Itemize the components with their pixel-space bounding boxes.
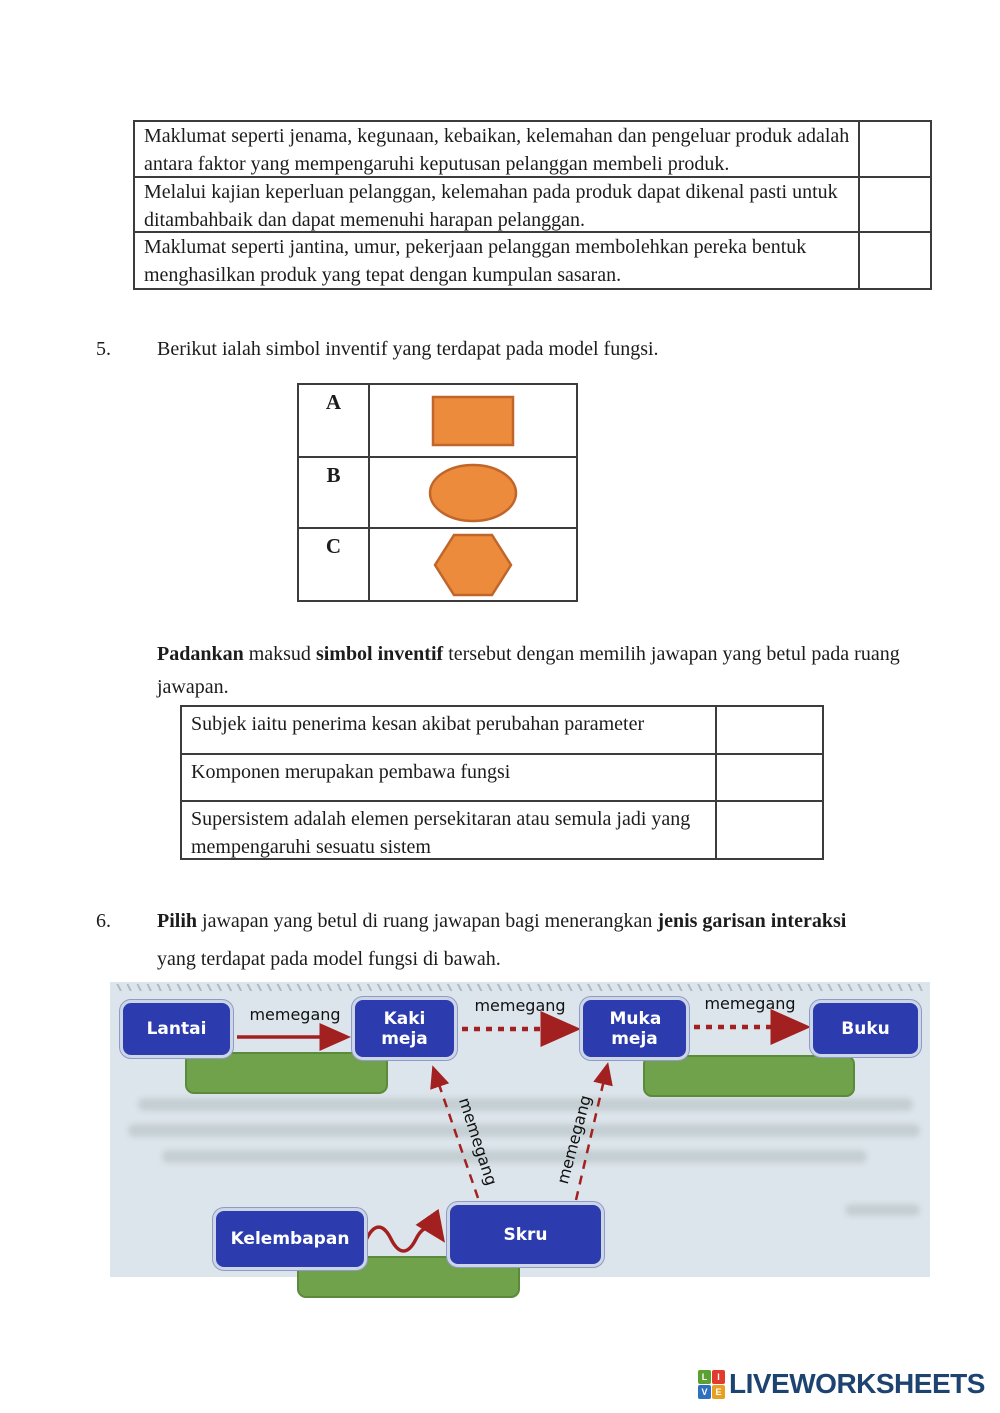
- node-label: Kelembapan: [230, 1229, 350, 1249]
- symbol-shape-cell: [370, 529, 576, 600]
- question6-text-line2: yang terdapat pada model fungsi di bawah…: [157, 948, 501, 970]
- node-label: Kaki meja: [381, 1008, 428, 1049]
- answer-box[interactable]: [643, 1055, 855, 1097]
- bleed-through-text: [138, 1098, 913, 1111]
- node-skru: Skru: [447, 1202, 604, 1267]
- edge-label-memegang: memegang: [249, 1005, 341, 1024]
- question6-number: 6.: [96, 910, 111, 932]
- table-row: Komponen merupakan pembawa fungsi: [182, 755, 822, 802]
- match-instruction-bold: simbol inventif: [315, 643, 444, 665]
- liveworksheets-logo-text: LIVEWORKSHEETS: [729, 1368, 985, 1399]
- symbol-letter: A: [299, 385, 370, 456]
- statement-text: Maklumat seperti jenama, kegunaan, kebai…: [144, 125, 850, 175]
- bleed-through-text: [162, 1150, 867, 1163]
- symbol-shape-cell: [370, 458, 576, 527]
- answer-cell[interactable]: [715, 802, 822, 858]
- statements-table: Maklumat seperti jenama, kegunaan, kebai…: [133, 120, 932, 290]
- symbol-row: B: [299, 458, 576, 529]
- answer-cell[interactable]: [858, 233, 929, 288]
- edge-label-memegang: memegang: [474, 996, 566, 1015]
- torn-paper-edge: [112, 984, 928, 991]
- answer-box[interactable]: [185, 1052, 388, 1094]
- table-row: Maklumat seperti jantina, umur, pekerjaa…: [135, 233, 930, 288]
- answer-cell[interactable]: [715, 755, 822, 800]
- table-row: Melalui kajian keperluan pelanggan, kele…: [135, 178, 930, 233]
- node-label: Buku: [841, 1018, 890, 1039]
- edge-label-memegang: memegang: [704, 994, 796, 1013]
- match-text: Subjek iaitu penerima kesan akibat perub…: [191, 713, 645, 735]
- match-table: Subjek iaitu penerima kesan akibat perub…: [180, 705, 824, 860]
- match-instruction-text: tersebut dengan memilih jawapan yang bet…: [157, 643, 900, 698]
- logo-tile-l: L: [698, 1369, 711, 1384]
- logo-tile-e: E: [712, 1384, 725, 1399]
- node-label: Lantai: [146, 1019, 207, 1039]
- function-model-diagram: Lantai Kaki meja Muka meja Buku Kelembap…: [110, 982, 930, 1298]
- node-kaki-meja: Kaki meja: [352, 997, 457, 1060]
- answer-cell[interactable]: [858, 178, 929, 231]
- hexagon-symbol-icon: [433, 533, 513, 596]
- dashed-interaction-line: [574, 1062, 613, 1201]
- interaction-arrows: [237, 1009, 811, 1253]
- table-row: Maklumat seperti jenama, kegunaan, kebai…: [135, 122, 930, 178]
- bleed-through-text: [845, 1204, 920, 1216]
- table-row: Supersistem adalah elemen persekitaran a…: [182, 802, 822, 858]
- liveworksheets-logo-icon: L I V E: [698, 1369, 725, 1399]
- answer-cell[interactable]: [858, 122, 929, 176]
- logo-tile-i: I: [712, 1369, 725, 1384]
- question6-text-line1: Pilih jawapan yang betul di ruang jawapa…: [157, 910, 846, 933]
- match-instruction: Padankan maksud simbol inventif tersebut…: [157, 638, 905, 704]
- statement-text: Melalui kajian keperluan pelanggan, kele…: [144, 181, 838, 231]
- wavy-interaction-line: [364, 1208, 445, 1253]
- symbol-shape-cell: [370, 385, 576, 456]
- node-buku: Buku: [810, 1000, 921, 1057]
- node-label: Muka meja: [609, 1008, 662, 1049]
- node-label: Skru: [503, 1224, 548, 1245]
- dashed-interaction-line: [430, 1065, 480, 1199]
- match-instruction-bold: Padankan: [157, 643, 244, 665]
- question6-bold: jenis garisan interaksi: [657, 910, 847, 932]
- symbol-table: A B C: [297, 383, 578, 602]
- node-muka-meja: Muka meja: [580, 997, 689, 1060]
- logo-tile-v: V: [698, 1384, 711, 1399]
- symbol-letter: B: [299, 458, 370, 527]
- bleed-through-text: [128, 1124, 920, 1137]
- symbol-row: C: [299, 529, 576, 600]
- liveworksheets-logo[interactable]: L I V E LIVEWORKSHEETS: [698, 1368, 985, 1400]
- question5-number: 5.: [96, 338, 111, 360]
- symbol-row: A: [299, 385, 576, 458]
- question6-text: jawapan yang betul di ruang jawapan bagi…: [197, 910, 658, 932]
- statement-text: Maklumat seperti jantina, umur, pekerjaa…: [144, 236, 807, 286]
- match-text: Komponen merupakan pembawa fungsi: [191, 761, 511, 783]
- node-kelembapan: Kelembapan: [213, 1208, 367, 1270]
- match-instruction-text: maksud: [243, 643, 316, 665]
- table-row: Subjek iaitu penerima kesan akibat perub…: [182, 707, 822, 755]
- question5-text: Berikut ialah simbol inventif yang terda…: [157, 338, 659, 360]
- question6-bold: Pilih: [157, 910, 198, 932]
- symbol-letter: C: [299, 529, 370, 600]
- answer-cell[interactable]: [715, 707, 822, 753]
- ellipse-symbol-icon: [428, 463, 518, 522]
- match-text: Supersistem adalah elemen persekitaran a…: [191, 808, 691, 858]
- node-lantai: Lantai: [120, 1000, 233, 1058]
- rectangle-symbol-icon: [431, 395, 515, 446]
